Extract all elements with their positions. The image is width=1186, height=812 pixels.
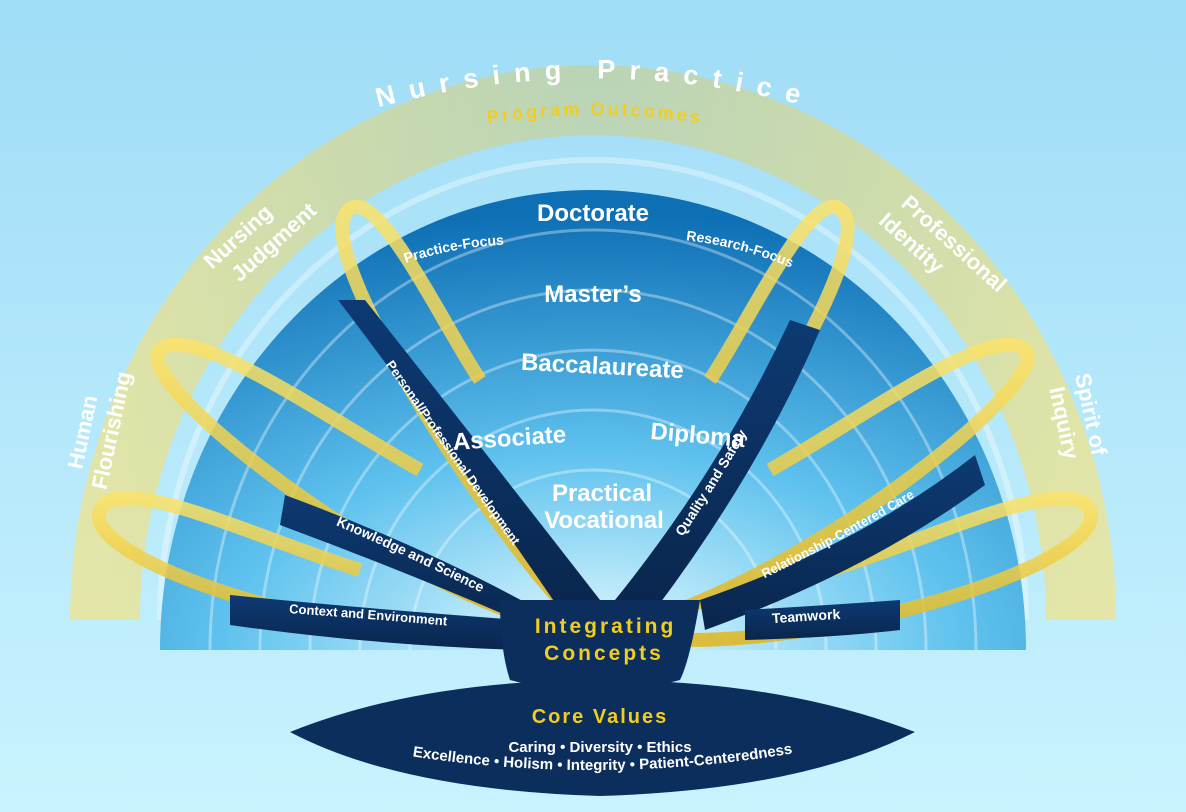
outcomes-ring-inner-glow: [157, 157, 1029, 621]
level-doctorate: Doctorate: [537, 200, 649, 227]
core-values-line1: Caring • Diversity • Ethics: [508, 739, 691, 756]
band-quality-safety: [615, 320, 820, 610]
integrating-bands: [230, 300, 985, 650]
level-practical: Practical: [552, 480, 652, 507]
band-context-environment: [230, 595, 520, 650]
level-vocational: Vocational: [544, 507, 664, 534]
band-relationship-care: [700, 455, 985, 630]
band-teamwork: [745, 600, 900, 640]
concept-teamwork: Teamwork: [771, 606, 840, 626]
core-values-title: Core Values: [532, 706, 669, 728]
integrating-concepts-label: Integrating Concepts: [535, 615, 685, 665]
level-masters: Master’s: [544, 281, 641, 308]
core-values-base: [290, 680, 915, 796]
integrating-concepts-trunk: [500, 600, 700, 700]
band-personal-professional: [338, 300, 600, 610]
band-knowledge-science: [280, 495, 540, 630]
